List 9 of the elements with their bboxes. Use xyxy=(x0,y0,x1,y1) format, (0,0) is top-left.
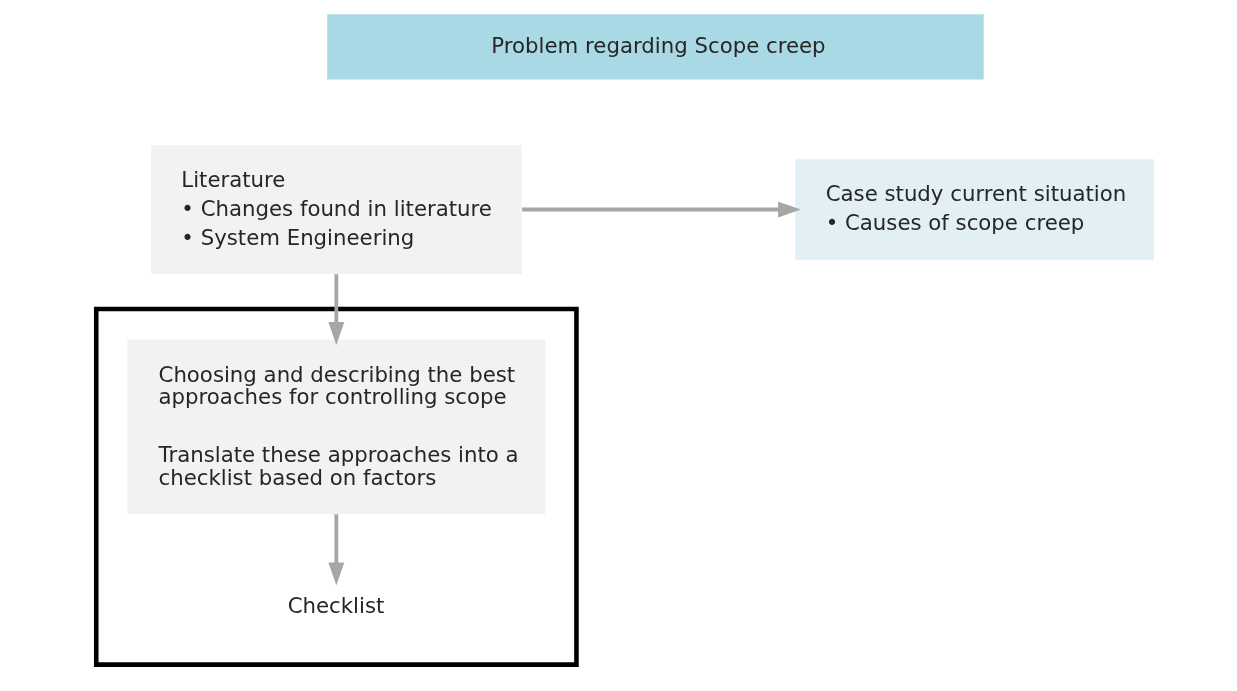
node-box: Literature • Changes found in literature • System Engineering xyxy=(150,144,522,275)
node-box: Problem regarding Scope creep xyxy=(326,14,984,80)
node-box: Case study current situation • Causes of scope creep xyxy=(794,159,1154,260)
arrow xyxy=(521,201,801,218)
arrow xyxy=(327,514,344,586)
cluster xyxy=(93,306,579,667)
node-box: Choosing and describing the best approaches for controlling scope Translate these approaches into a checklist based on factors xyxy=(126,339,545,515)
arrow xyxy=(327,274,344,345)
node-text: Checklist xyxy=(287,593,384,619)
